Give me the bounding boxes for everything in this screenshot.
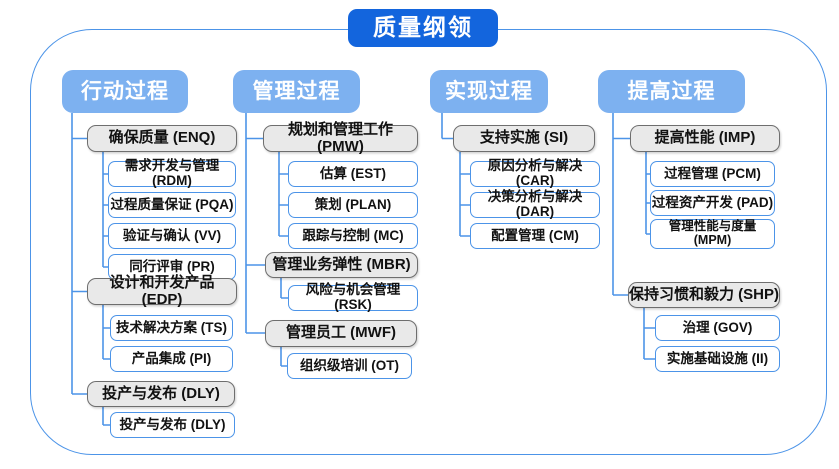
column-header-action-process: 行动过程 <box>62 70 188 113</box>
diagram-title: 质量纲领 <box>348 9 498 47</box>
node-imp: 提高性能 (IMP) <box>630 125 780 152</box>
node-pr: 同行评审 (PR) <box>108 254 236 280</box>
connector-path-column-1 <box>71 113 110 426</box>
node-cm: 配置管理 (CM) <box>470 223 600 249</box>
node-dly: 投产与发布 (DLY) <box>87 381 235 407</box>
column-header-implementation-process: 实现过程 <box>430 70 548 113</box>
node-pi: 产品集成 (PI) <box>110 346 233 372</box>
column-header-improvement-process: 提高过程 <box>598 70 745 113</box>
node-est: 估算 (EST) <box>288 161 418 187</box>
node-pqa: 过程质量保证 (PQA) <box>108 192 236 218</box>
connector-path-column-2 <box>245 113 288 367</box>
node-mwf: 管理员工 (MWF) <box>265 320 417 347</box>
node-rdm: 需求开发与管理 (RDM) <box>108 158 236 188</box>
node-pad: 过程资产开发 (PAD) <box>650 190 775 216</box>
node-mpm: 管理性能与度量 (MPM) <box>650 219 775 249</box>
node-pmw: 规划和管理工作 (PMW) <box>263 121 418 154</box>
node-gov: 治理 (GOV) <box>655 315 780 341</box>
node-rsk: 风险与机会管理 (RSK) <box>288 282 418 312</box>
node-ts: 技术解决方案 (TS) <box>110 315 233 341</box>
node-enq: 确保质量 (ENQ) <box>87 125 237 152</box>
column-header-management-process: 管理过程 <box>233 70 360 113</box>
node-shp: 保持习惯和毅力 (SHP) <box>628 282 780 308</box>
node-vv: 验证与确认 (VV) <box>108 223 236 249</box>
connector-path-column-3 <box>441 113 470 237</box>
node-dly-child: 投产与发布 (DLY) <box>110 412 235 438</box>
node-ii: 实施基础设施 (II) <box>655 346 780 372</box>
node-pcm: 过程管理 (PCM) <box>650 161 775 187</box>
node-car: 原因分析与解决 (CAR) <box>470 158 600 188</box>
node-edp: 设计和开发产品 (EDP) <box>87 274 237 307</box>
connector-path-column-4 <box>612 113 655 360</box>
node-mbr: 管理业务弹性 (MBR) <box>265 252 418 278</box>
node-ot: 组织级培训 (OT) <box>287 353 412 379</box>
node-mc: 跟踪与控制 (MC) <box>288 223 418 249</box>
node-plan: 策划 (PLAN) <box>288 192 418 218</box>
node-si: 支持实施 (SI) <box>453 125 595 152</box>
node-dar: 决策分析与解决 (DAR) <box>470 189 600 219</box>
